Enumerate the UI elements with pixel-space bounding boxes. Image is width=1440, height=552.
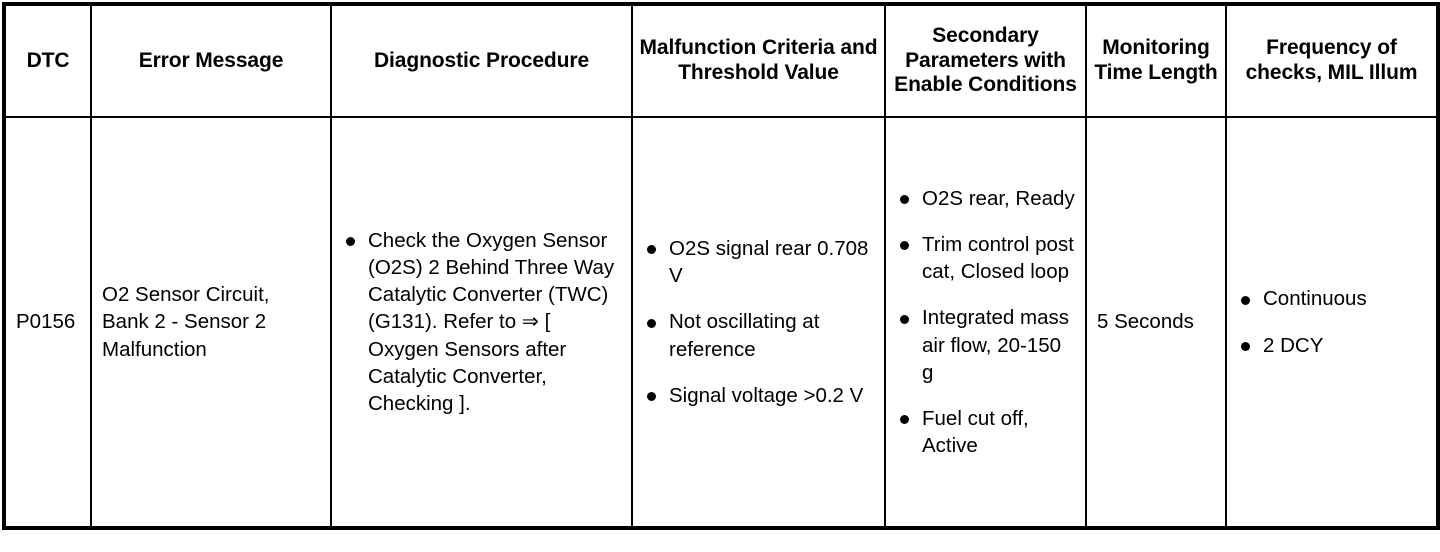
dtc-code-value: P0156 xyxy=(16,310,76,334)
secondary-parameter-item-text: Fuel cut off, Active xyxy=(922,407,1029,458)
list-item: Integrated mass air flow, 20-150 g xyxy=(896,304,1075,386)
list-item: Continuous xyxy=(1237,285,1426,312)
secondary-parameter-item-text: Integrated mass air flow, 20-150 g xyxy=(922,306,1069,384)
list-item: Trim control post cat, Closed loop xyxy=(896,231,1075,286)
list-item: Fuel cut off, Active xyxy=(896,405,1075,460)
cell-error-message: O2 Sensor Circuit, Bank 2 - Sensor 2 Mal… xyxy=(90,116,332,528)
list-item: O2S rear, Ready xyxy=(896,185,1075,212)
list-item: Signal voltage >0.2 V xyxy=(643,382,874,409)
cell-diagnostic-procedure: Check the Oxygen Sensor (O2S) 2 Behind T… xyxy=(330,116,633,528)
malfunction-criteria-list: O2S signal rear 0.708 V Not oscillating … xyxy=(643,235,874,409)
column-header-frequency-of-checks: Frequency of checks, MIL Illum xyxy=(1225,4,1438,118)
secondary-parameters-list: O2S rear, Ready Trim control post cat, C… xyxy=(896,185,1075,460)
table-row: P0156 O2 Sensor Circuit, Bank 2 - Sensor… xyxy=(4,116,1438,528)
dtc-diagnostic-table: DTC Error Message Diagnostic Procedure M… xyxy=(2,2,1440,530)
list-item: Check the Oxygen Sensor (O2S) 2 Behind T… xyxy=(342,227,621,418)
list-item: Not oscillating at reference xyxy=(643,308,874,363)
frequency-item-text: Continuous xyxy=(1263,287,1367,311)
malfunction-criteria-item-text: Not oscillating at reference xyxy=(669,310,820,361)
cell-secondary-parameters: O2S rear, Ready Trim control post cat, C… xyxy=(884,116,1087,528)
cell-monitoring-time-length: 5 Seconds xyxy=(1085,116,1227,528)
column-header-diagnostic-procedure: Diagnostic Procedure xyxy=(330,4,633,118)
cell-frequency-of-checks: Continuous 2 DCY xyxy=(1225,116,1438,528)
frequency-item-text: 2 DCY xyxy=(1263,333,1324,357)
column-header-monitoring-time-length: Monitoring Time Length xyxy=(1085,4,1227,118)
malfunction-criteria-item-text: O2S signal rear 0.708 V xyxy=(669,236,869,288)
cell-dtc-code: P0156 xyxy=(4,116,92,528)
diagnostic-procedure-item-text: Check the Oxygen Sensor (O2S) 2 Behind T… xyxy=(368,228,615,416)
malfunction-criteria-item-text: Signal voltage >0.2 V xyxy=(669,383,864,407)
secondary-parameter-item-text: Trim control post cat, Closed loop xyxy=(922,232,1074,283)
column-header-dtc: DTC xyxy=(4,4,92,118)
monitoring-time-length-value: 5 Seconds xyxy=(1097,310,1194,334)
cell-malfunction-criteria: O2S signal rear 0.708 V Not oscillating … xyxy=(631,116,886,528)
secondary-parameter-item-text: O2S rear, Ready xyxy=(922,186,1075,210)
list-item: O2S signal rear 0.708 V xyxy=(643,235,874,290)
error-message-value: O2 Sensor Circuit, Bank 2 - Sensor 2 Mal… xyxy=(102,283,270,361)
column-header-secondary-parameters: Secondary Parameters with Enable Conditi… xyxy=(884,4,1087,118)
frequency-of-checks-list: Continuous 2 DCY xyxy=(1237,285,1426,359)
column-header-malfunction-criteria: Malfunction Criteria and Threshold Value xyxy=(631,4,886,118)
diagnostic-procedure-list: Check the Oxygen Sensor (O2S) 2 Behind T… xyxy=(342,227,621,418)
table-header-row: DTC Error Message Diagnostic Procedure M… xyxy=(4,4,1438,118)
list-item: 2 DCY xyxy=(1237,332,1426,359)
column-header-error-message: Error Message xyxy=(90,4,332,118)
